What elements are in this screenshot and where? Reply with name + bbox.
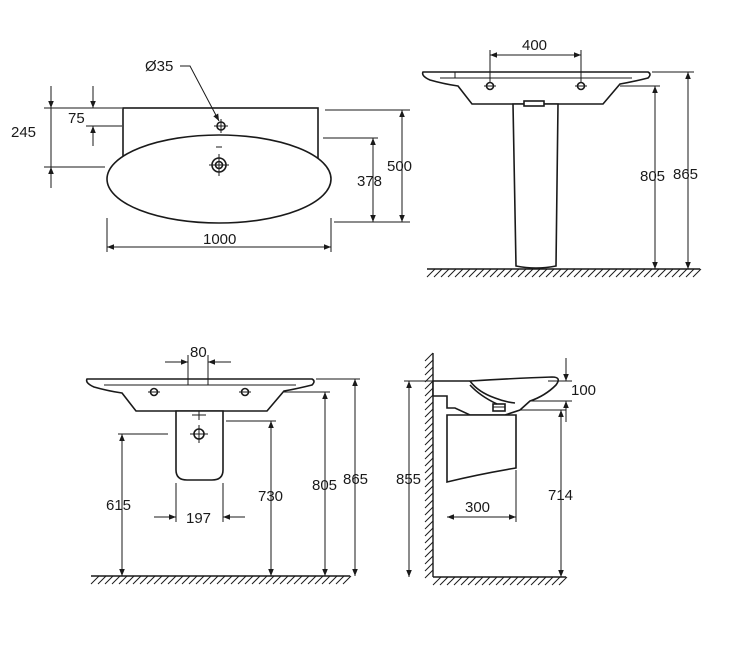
dim-400: 400 (522, 37, 547, 54)
ground-hatch (90, 575, 352, 585)
semi-pedestal-front-view: 80 615 197 730 805 865 (85, 344, 368, 585)
dim-100: 100 (571, 382, 596, 399)
pedestal-column (512, 103, 559, 269)
dim-378: 378 (357, 173, 382, 190)
dim-730: 730 (258, 488, 283, 505)
dim-805-b: 805 (312, 477, 337, 494)
dim-75: 75 (68, 110, 85, 127)
dim-500: 500 (387, 158, 412, 175)
dim-714: 714 (548, 487, 573, 504)
dim-300: 300 (465, 499, 490, 516)
semi-pedestal (175, 410, 224, 481)
wall-hatch (424, 352, 434, 579)
dim-855: 855 (396, 471, 421, 488)
ground-hatch (426, 268, 702, 278)
ground-hatch (432, 576, 568, 586)
dim-865-b: 865 (343, 471, 368, 488)
pedestal-front-view: 400 805 865 (421, 37, 702, 278)
dim-805-a: 805 (640, 168, 665, 185)
basin-side (432, 376, 560, 416)
semi-pedestal-side-view: 100 855 300 714 (396, 352, 596, 586)
basin-front (421, 71, 651, 105)
basin-outline (106, 134, 332, 224)
dim-615: 615 (106, 497, 131, 514)
top-view: Ø35 245 75 378 500 1000 (11, 58, 412, 252)
basin-front (85, 378, 315, 412)
dim-865-a: 865 (673, 166, 698, 183)
dim-80: 80 (190, 344, 207, 361)
hole-diameter-label: Ø35 (145, 58, 173, 75)
dim-245: 245 (11, 124, 36, 141)
dim-1000: 1000 (203, 231, 236, 248)
semi-pedestal-side (446, 414, 517, 484)
dim-197: 197 (186, 510, 211, 527)
